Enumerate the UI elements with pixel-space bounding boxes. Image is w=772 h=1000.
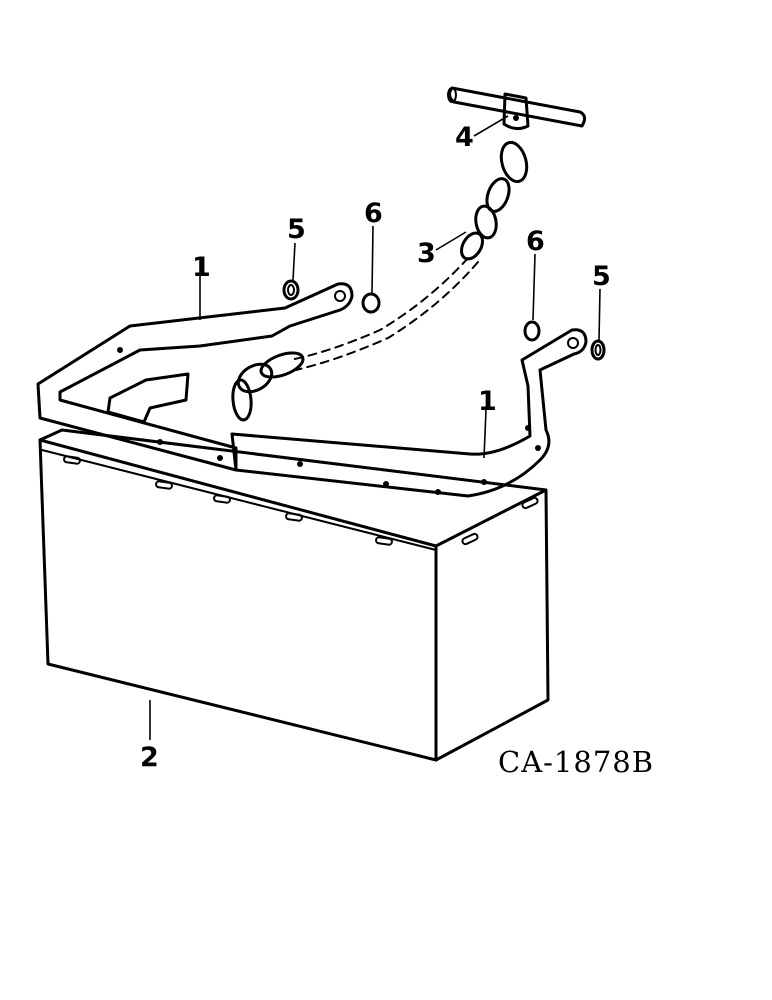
callout-frame-left: 1 <box>192 252 211 283</box>
callout-frame-right: 1 <box>478 386 497 417</box>
spacer-left <box>361 292 381 314</box>
nut-left <box>282 279 300 301</box>
callout-spacer-left: 6 <box>364 198 383 229</box>
leader-lines <box>149 115 601 740</box>
callout-chain: 3 <box>417 238 436 269</box>
callout-clevis: 4 <box>455 122 474 153</box>
box-slots <box>63 455 539 546</box>
clevis <box>502 92 530 131</box>
chain <box>231 140 529 422</box>
callout-spacer-right: 6 <box>526 226 545 257</box>
plate-id: CA-1878B <box>498 745 654 779</box>
spacer-right <box>523 320 541 342</box>
callout-nut-left: 5 <box>287 214 306 245</box>
frame-left <box>36 282 354 472</box>
callout-box: 2 <box>140 742 159 773</box>
frame-right <box>230 328 588 498</box>
battery-box <box>38 428 550 762</box>
nut-right <box>590 339 606 361</box>
callout-nut-right: 5 <box>592 261 611 292</box>
hanger-bar <box>447 86 587 128</box>
